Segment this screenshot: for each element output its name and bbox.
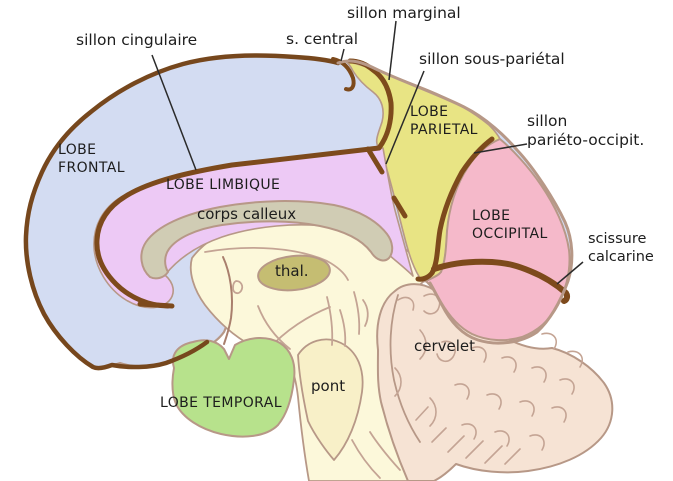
leader-lines [151,20,584,285]
leader-sillon-sous-parietal [385,70,425,165]
calcarine-fissure-line [431,258,571,304]
label-parieto-occipit-line2: pariéto-occipit. [527,131,645,150]
label-s-central: s. central [286,30,359,48]
pons-shape [297,338,364,461]
temporal-lobe-region [171,337,296,438]
label-lobe-parietal: LOBE PARIETAL [410,104,478,139]
parieto-occipital-sulcus-line [415,136,495,282]
leader-sillon-marginal [388,20,397,81]
label-lobe-occipital-line2: OCCIPITAL [472,225,548,242]
leader-scissure-calcarine [556,261,584,285]
leader-parieto-occipit [473,143,528,154]
cingulate-sulcus-line [94,145,382,309]
label-sillon-parieto-occipit: sillon pariéto-occipit. [527,112,644,151]
label-sillon-sous-parietal: sillon sous-pariétal [419,50,565,68]
subparietal-sulcus-dash-1 [365,146,385,175]
label-corps-calleux: corps calleux [197,205,297,223]
label-lobe-frontal-line1: LOBE [58,142,97,158]
leader-sillon-cingulaire [151,54,197,171]
label-scissure-calcarine: scissure calcarine [588,230,654,266]
label-scissure-calcarine-line2: calcarine [588,249,654,266]
label-thalamus: thal. [275,262,309,280]
occipital-lobe-region [425,138,571,342]
label-pont: pont [311,377,346,395]
subparietal-sulcus-dash-2 [391,195,408,219]
label-lobe-occipital-line1: LOBE [472,208,511,224]
leader-s-central [340,48,345,62]
label-scissure-calcarine-line1: scissure [588,231,647,247]
label-lobe-temporal: LOBE TEMPORAL [160,395,282,411]
label-lobe-limbique: LOBE LIMBIQUE [166,177,281,193]
brain-outline-dark [23,53,341,371]
label-parieto-occipit-line1: sillon [527,112,568,130]
label-lobe-parietal-line1: LOBE [410,104,449,120]
label-lobe-frontal-line2: FRONTAL [58,159,125,176]
brain-outline-light [336,59,574,345]
label-lobe-parietal-line2: PARIETAL [410,121,478,138]
label-cervelet: cervelet [414,337,476,355]
corpus-callosum-shape [140,200,394,280]
label-sillon-marginal: sillon marginal [347,4,461,22]
label-lobe-occipital: LOBE OCCIPITAL [472,208,548,243]
label-lobe-frontal: LOBE FRONTAL [58,142,125,177]
sulci-lines [94,57,571,309]
cingulate-sulcus-end-dash [137,301,175,309]
label-sillon-cingulaire: sillon cingulaire [76,31,198,49]
thalamus-shape [257,254,331,292]
